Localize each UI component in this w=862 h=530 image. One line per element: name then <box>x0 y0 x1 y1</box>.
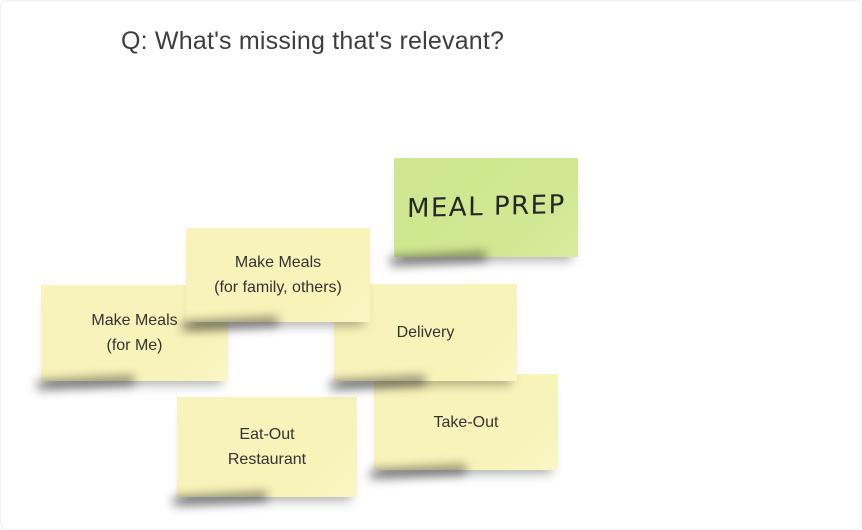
note-text: (for Me) <box>106 337 163 354</box>
note-text: (for family, others) <box>214 279 342 296</box>
sticky-note-eat-out-restaurant[interactable]: Eat-Out Restaurant <box>177 397 357 497</box>
note-text: Make Meals <box>234 254 322 271</box>
note-text: MEAL PREP <box>406 189 566 225</box>
note-text: Restaurant <box>227 451 307 468</box>
note-text: Make Meals <box>91 312 178 329</box>
sticky-note-take-out[interactable]: Take-Out <box>374 374 558 470</box>
sticky-note-meal-prep[interactable]: MEAL PREP <box>394 158 578 257</box>
note-text: Take-Out <box>433 413 499 431</box>
note-text: Delivery <box>396 324 455 341</box>
note-text: Eat-Out <box>239 426 295 443</box>
sticky-note-make-meals-family[interactable]: Make Meals (for family, others) <box>186 228 370 322</box>
board-question-title[interactable]: Q: What's missing that's relevant? <box>121 27 505 55</box>
